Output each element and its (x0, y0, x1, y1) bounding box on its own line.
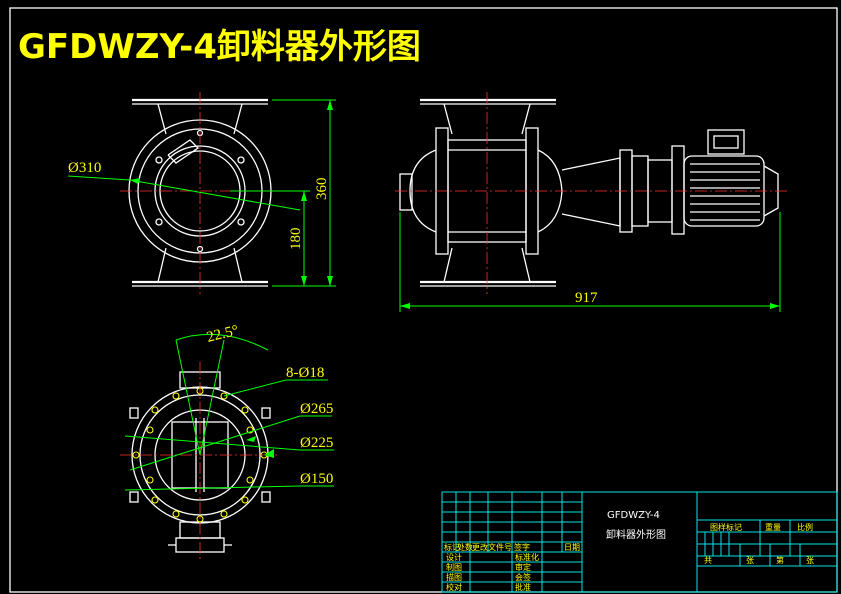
title-block-model: GFDWZY-4 (607, 510, 660, 521)
tb-rev-1: 处数 (457, 542, 473, 552)
tb-left-0: 设计 (446, 552, 462, 562)
tb-footer-3: 张 (806, 556, 814, 565)
top-view: 22.5° 8-Ø18 Ø265 Ø225 Ø150 (120, 323, 334, 560)
tb-rev-0: 标记 (444, 542, 460, 552)
tb-rev-2: 更改文件号 (472, 542, 512, 552)
tb-left-2: 描图 (446, 572, 462, 582)
front-view: Ø310 360 180 (67, 92, 336, 294)
side-view: 917 (395, 92, 790, 312)
tb-footer-1: 张 (746, 556, 754, 565)
top-bolt-circle-label: Ø265 (300, 401, 333, 417)
drawing-title: GFDWZY-4卸料器外形图 (18, 27, 421, 67)
tb-mid-2: 会签 (515, 572, 531, 582)
tb-header-2: 比例 (797, 522, 813, 532)
drawing-frame (9, 7, 838, 593)
front-height-half-label: 180 (288, 228, 304, 251)
tb-footer-0: 共 (704, 556, 712, 565)
top-angle-label: 22.5° (205, 323, 240, 346)
top-holes-label: 8-Ø18 (286, 365, 324, 381)
tb-header-0: 图样标记 (710, 522, 742, 532)
front-height-total-label: 360 (314, 178, 330, 201)
title-block: GFDWZY-4 卸料器外形图 图样标记 重量 比例 共 张 第 张 标记 处数… (441, 491, 838, 593)
tb-rev-4: 日期 (564, 543, 580, 552)
tb-left-3: 校对 (446, 582, 462, 592)
side-length-label: 917 (575, 290, 598, 306)
tb-mid-1: 审定 (515, 562, 531, 572)
front-diameter-label: Ø310 (68, 160, 101, 176)
tb-mid-0: 标准化 (515, 552, 539, 562)
top-inner-diameter-label: Ø150 (300, 471, 333, 487)
tb-mid-3: 批准 (515, 582, 531, 592)
top-outer-diameter-label: Ø225 (300, 435, 333, 451)
tb-left-1: 制图 (446, 562, 462, 572)
tb-header-1: 重量 (765, 522, 781, 532)
tb-footer-2: 第 (776, 555, 784, 565)
tb-rev-3: 签字 (514, 542, 530, 552)
title-block-name: 卸料器外形图 (606, 528, 666, 541)
